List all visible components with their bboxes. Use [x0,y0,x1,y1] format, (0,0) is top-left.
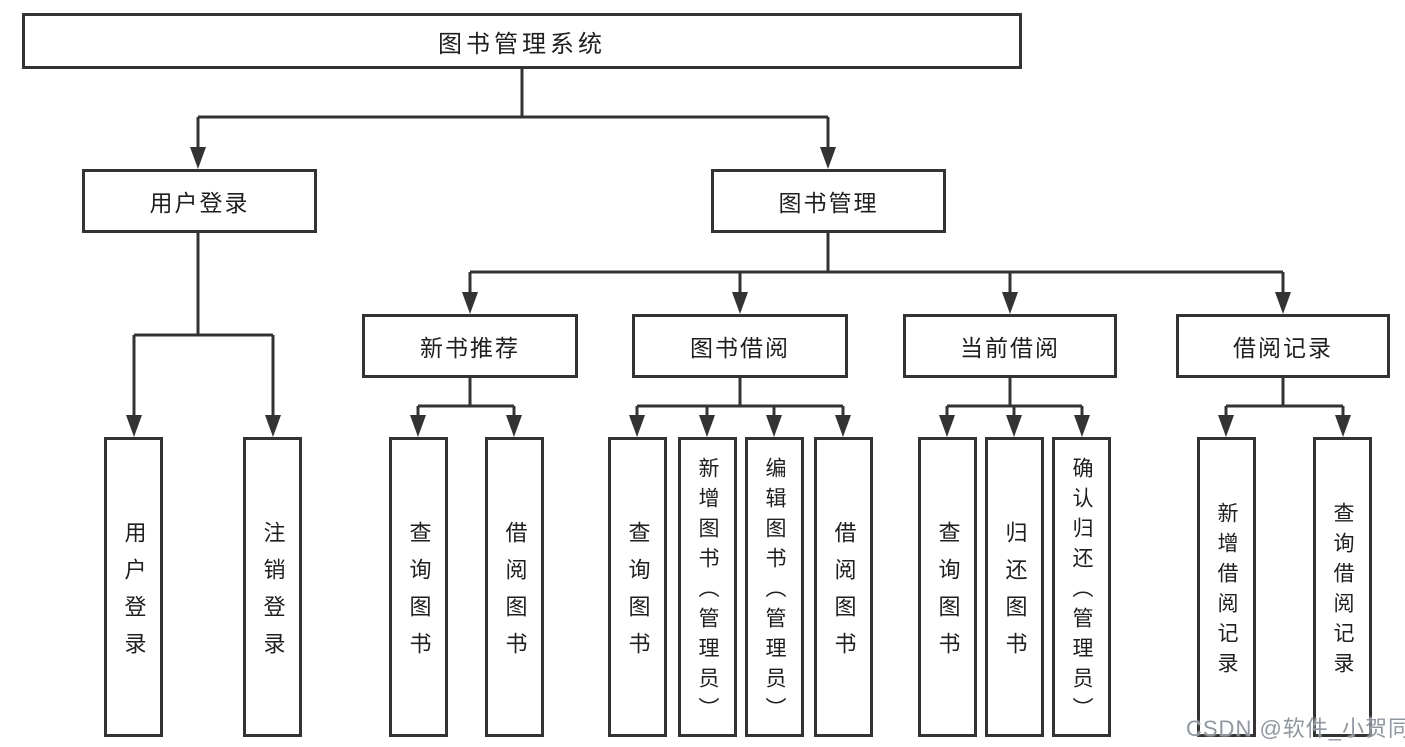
leaf-return-books: 归还图书 [985,437,1044,737]
connector-line [1224,378,1345,418]
leaf-borrow-books-2: 借阅图书 [814,437,873,737]
arrowhead [766,415,782,437]
connector-root-to-level2 [190,69,836,169]
arrowhead [190,147,206,169]
arrowhead [629,415,645,437]
leaf-query-borrow-record: 查询借阅记录 [1313,437,1372,737]
leaf-logout: 注销登录 [243,437,302,737]
connector-borrowrecords-to-leaves [1218,378,1351,437]
arrowhead [1002,292,1018,314]
arrowhead [506,415,522,437]
leaf-query-books-1: 查询图书 [389,437,448,737]
node-label: 借阅图书 [831,520,857,669]
connector-line [416,378,516,418]
leaf-add-books-admin: 新增图书（管理员） [678,437,737,737]
arrowhead [1074,415,1090,437]
node-label: 用户登录 [121,520,147,669]
node-book-borrow: 图书借阅 [632,314,848,378]
node-label: 确认归还（管理员） [1070,456,1093,727]
arrowhead [939,415,955,437]
arrowhead [265,415,281,437]
leaf-query-books-2: 查询图书 [608,437,667,737]
connector-userlogin-to-leaves [126,233,281,437]
arrowhead [410,415,426,437]
node-label: 新增借阅记录 [1215,501,1238,682]
connector-line [945,378,1084,418]
leaf-add-borrow-record: 新增借阅记录 [1197,437,1256,737]
connector-line [468,233,1285,295]
node-label: 新书推荐 [420,335,520,361]
node-label: 当前借阅 [960,335,1060,361]
arrowhead [1335,415,1351,437]
node-label: 图书管理系统 [438,30,606,58]
node-book-management: 图书管理 [711,169,946,233]
node-label: 图书管理 [778,190,879,216]
node-label: 归还图书 [1002,520,1028,669]
arrowhead [699,415,715,437]
csdn-watermark: CSDN @软件_小贺同学 [1186,716,1405,741]
arrowhead [1275,292,1291,314]
connector-line [132,233,275,418]
node-library-management-system: 图书管理系统 [22,13,1022,69]
node-new-book-recommend: 新书推荐 [362,314,578,378]
arrowhead [820,147,836,169]
node-label: 借阅图书 [502,520,528,669]
connector-currentborrow-to-leaves [939,378,1090,437]
node-label: 用户登录 [149,190,250,216]
leaf-edit-books-admin: 编辑图书（管理员） [745,437,804,737]
node-label: 查询图书 [625,520,651,669]
connector-line [635,378,845,418]
connector-bookborrow-to-leaves [629,378,851,437]
node-label: 编辑图书（管理员） [763,456,786,727]
leaf-borrow-books-1: 借阅图书 [485,437,544,737]
connector-bookmgmt-to-level3 [462,233,1291,314]
arrowhead [1218,415,1234,437]
arrowhead [1006,415,1022,437]
connector-newbooks-to-leaves [410,378,522,437]
leaf-query-books-3: 查询图书 [918,437,977,737]
arrowhead [835,415,851,437]
leaf-user-login: 用户登录 [104,437,163,737]
leaf-confirm-return-admin: 确认归还（管理员） [1052,437,1111,737]
node-label: 查询图书 [935,520,961,669]
node-label: 查询借阅记录 [1331,501,1354,682]
node-borrow-records: 借阅记录 [1176,314,1390,378]
node-label: 新增图书（管理员） [696,456,719,727]
arrowhead [126,415,142,437]
node-label: 图书借阅 [690,335,790,361]
node-current-borrow: 当前借阅 [903,314,1117,378]
node-user-login: 用户登录 [82,169,317,233]
arrowhead [462,292,478,314]
connector-line [196,69,830,150]
arrowhead [732,292,748,314]
node-label: 注销登录 [260,520,286,669]
node-label: 查询图书 [406,520,432,669]
node-label: 借阅记录 [1233,335,1333,361]
